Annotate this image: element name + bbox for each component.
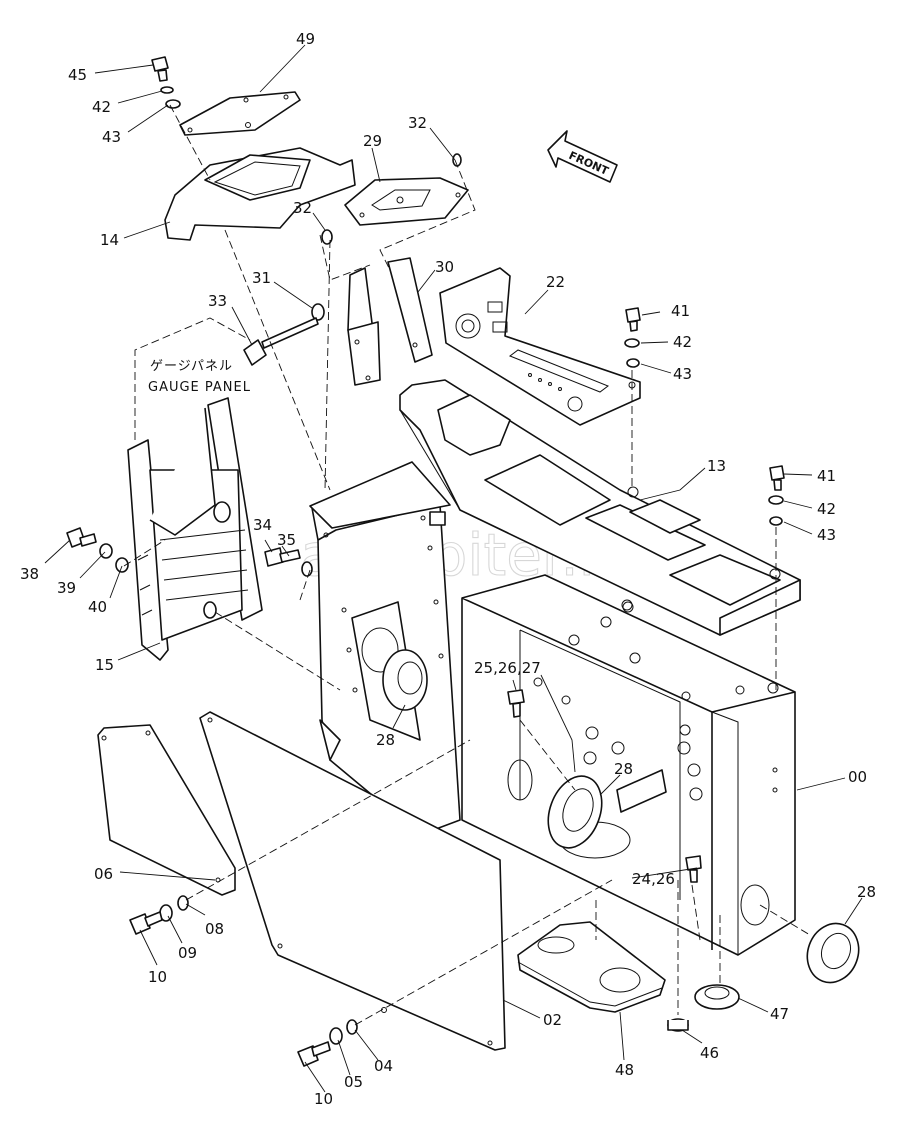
label-49: 49 bbox=[296, 30, 315, 48]
front-arrow: FRONT bbox=[547, 130, 618, 183]
leader-lines bbox=[44, 44, 863, 1093]
label-40: 40 bbox=[88, 598, 107, 616]
label-09: 09 bbox=[178, 944, 197, 962]
label-42-upper: 42 bbox=[673, 333, 692, 351]
side-cover-06 bbox=[97, 724, 236, 896]
label-28-right: 28 bbox=[857, 883, 876, 901]
label-24-26: 24,26 bbox=[632, 870, 675, 888]
grommets-28 bbox=[547, 775, 860, 984]
cover-plate-49 bbox=[179, 91, 301, 136]
label-33: 33 bbox=[208, 292, 227, 310]
gauge-panel-15 bbox=[127, 397, 263, 661]
frame-00 bbox=[461, 574, 796, 956]
label-28-center: 28 bbox=[614, 760, 633, 778]
label-43-lower: 43 bbox=[817, 526, 836, 544]
label-31: 31 bbox=[252, 269, 271, 287]
switch-panel-22 bbox=[439, 267, 641, 426]
alignment-lines bbox=[123, 104, 811, 1026]
label-35: 35 bbox=[277, 531, 296, 549]
label-10-left: 10 bbox=[148, 968, 167, 986]
label-45: 45 bbox=[68, 66, 87, 84]
label-41-upper: 41 bbox=[671, 302, 690, 320]
label-47: 47 bbox=[770, 1005, 789, 1023]
label-30: 30 bbox=[435, 258, 454, 276]
label-43-upper: 43 bbox=[673, 365, 692, 383]
plate-29 bbox=[344, 177, 469, 226]
label-41-lower: 41 bbox=[817, 467, 836, 485]
label-05: 05 bbox=[344, 1073, 363, 1091]
label-42-lower: 42 bbox=[817, 500, 836, 518]
gauge-panel-jp-label: ゲージパネル bbox=[150, 359, 233, 374]
label-43-top: 43 bbox=[102, 128, 121, 146]
label-25-26-27: 25,26,27 bbox=[474, 659, 541, 677]
label-04: 04 bbox=[374, 1057, 393, 1075]
console-13 bbox=[399, 379, 801, 694]
gauge-panel-en-label: GAUGE PANEL bbox=[148, 380, 251, 395]
label-10-bottom: 10 bbox=[314, 1090, 333, 1108]
rear-plate bbox=[309, 461, 461, 836]
label-06: 06 bbox=[94, 865, 113, 883]
label-02: 02 bbox=[543, 1011, 562, 1029]
label-13: 13 bbox=[707, 457, 726, 475]
brackets-30 bbox=[347, 257, 433, 386]
label-32-right: 32 bbox=[408, 114, 427, 132]
bottom-cover-02 bbox=[199, 711, 506, 1051]
label-14: 14 bbox=[100, 231, 119, 249]
label-38: 38 bbox=[20, 565, 39, 583]
hardware bbox=[66, 56, 785, 1067]
label-08: 08 bbox=[205, 920, 224, 938]
label-39: 39 bbox=[57, 579, 76, 597]
label-22: 22 bbox=[546, 273, 565, 291]
label-32-left: 32 bbox=[293, 199, 312, 217]
pad-48 bbox=[517, 921, 666, 1013]
label-48: 48 bbox=[615, 1061, 634, 1079]
label-42-top: 42 bbox=[92, 98, 111, 116]
gauge-cover-14 bbox=[164, 147, 356, 241]
label-46: 46 bbox=[700, 1044, 719, 1062]
part-labels: 49 45 42 43 32 29 32 14 30 22 31 33 41 4… bbox=[20, 30, 876, 1108]
label-29: 29 bbox=[363, 132, 382, 150]
label-28-rear: 28 bbox=[376, 731, 395, 749]
label-00: 00 bbox=[848, 768, 867, 786]
label-15: 15 bbox=[95, 656, 114, 674]
label-34: 34 bbox=[253, 516, 272, 534]
